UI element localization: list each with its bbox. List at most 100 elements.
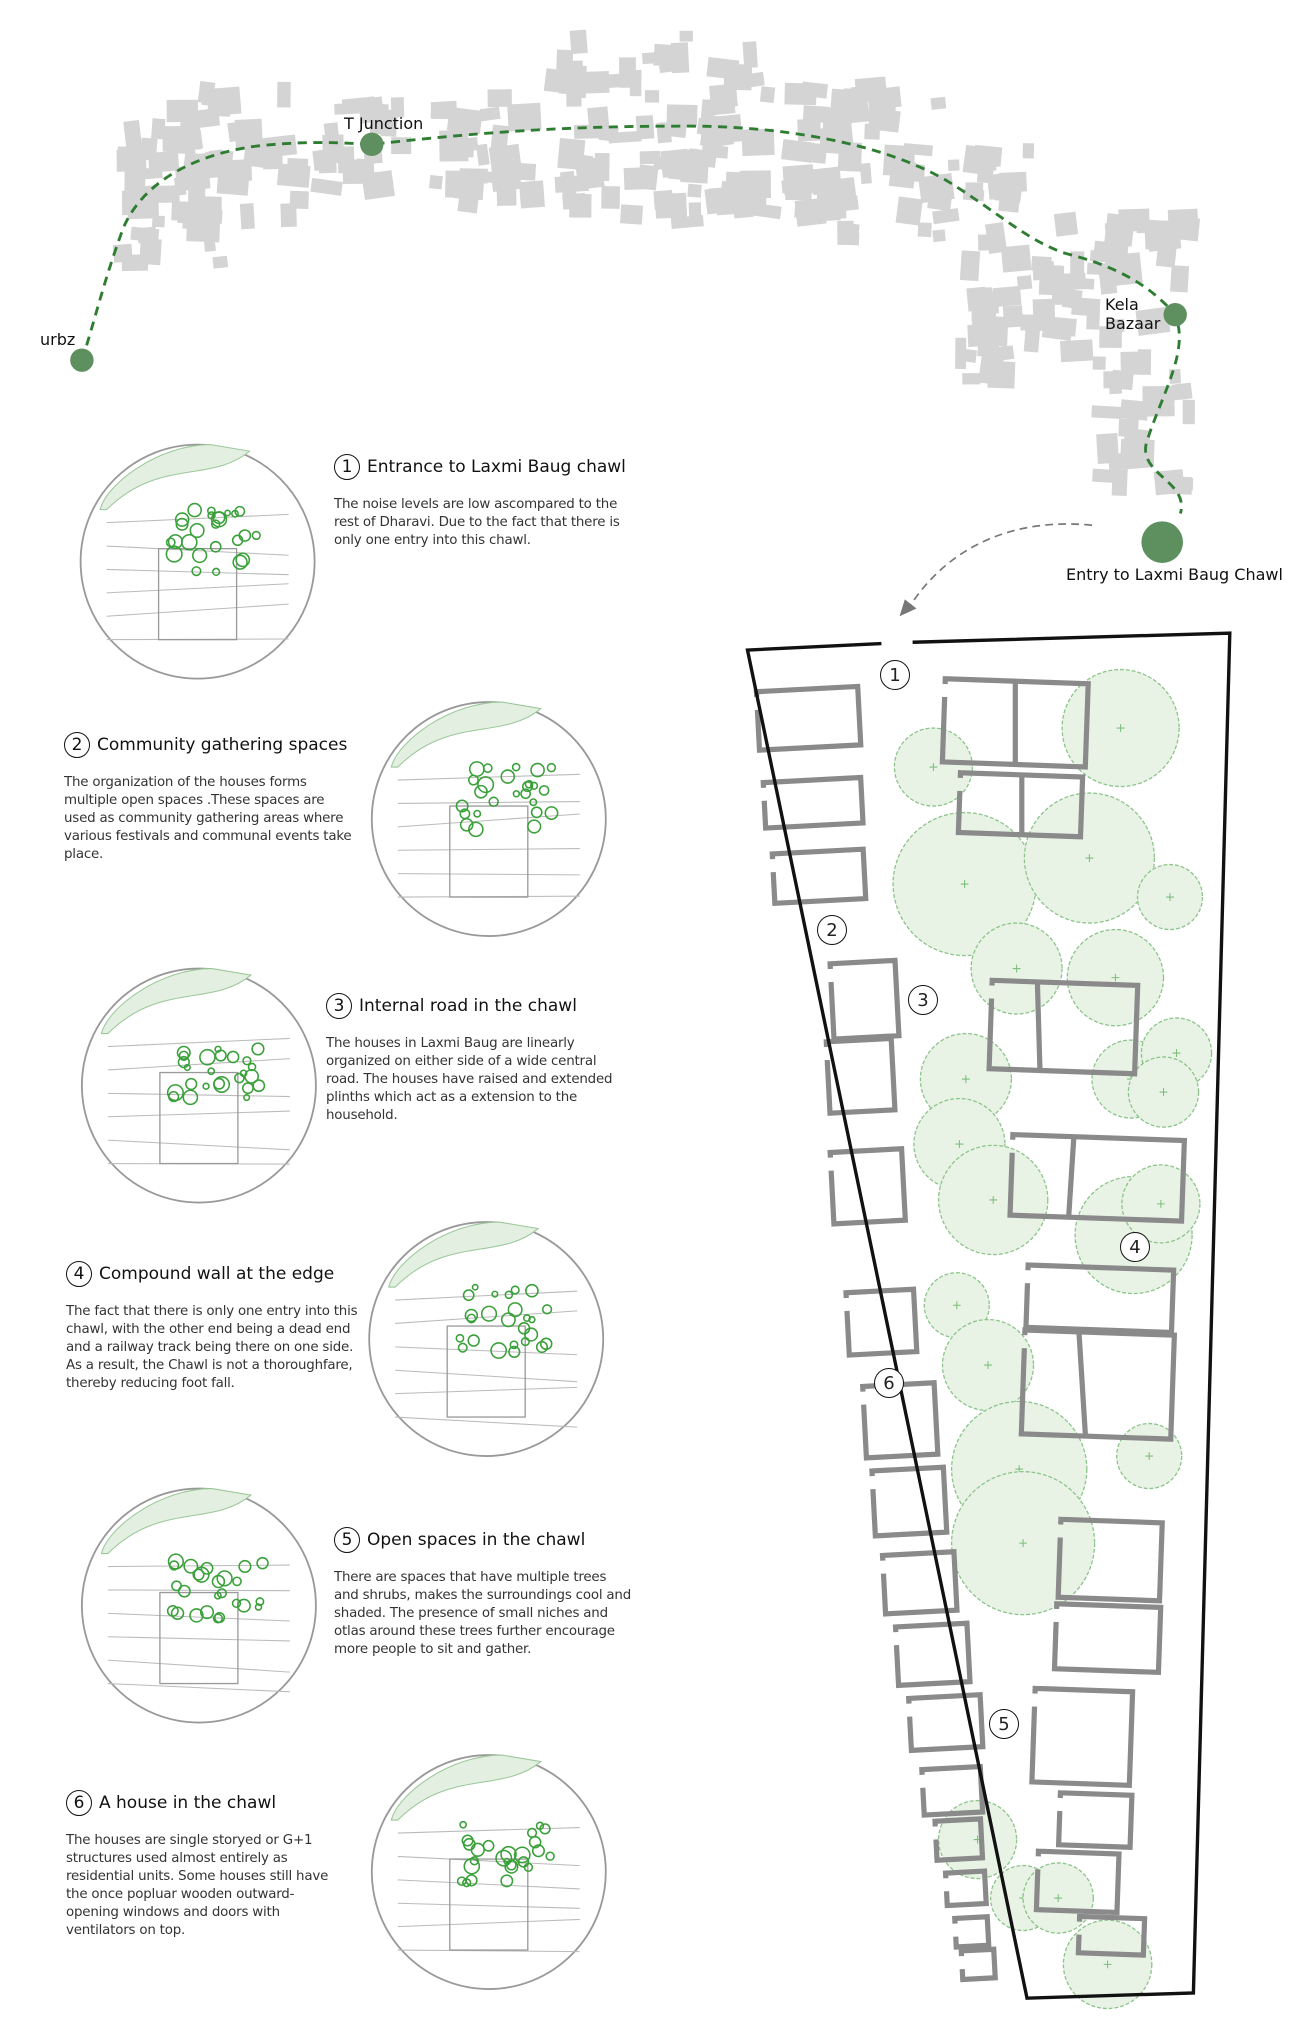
map-building [519, 180, 545, 209]
foliage-mark [207, 1067, 216, 1076]
plan-houses [753, 676, 1188, 1983]
vignette-text: The fact that there is only one entry in… [66, 1304, 358, 1391]
map-building [457, 195, 479, 214]
map-building [1104, 222, 1127, 240]
foliage-mark [251, 1042, 265, 1056]
foliage-mark [242, 1056, 252, 1066]
tree-center-mark [929, 763, 938, 771]
foliage-mark [482, 763, 493, 774]
foliage-mark [166, 1084, 184, 1102]
house-outline [760, 774, 866, 831]
sketch-structure [449, 805, 529, 898]
map-building [1176, 216, 1201, 242]
foliage-mark [183, 1063, 191, 1072]
tree-center-mark [989, 1196, 998, 1204]
foliage-mark [507, 1302, 523, 1318]
foliage-mark [199, 1605, 215, 1620]
map-building [1022, 143, 1035, 159]
map-building [655, 192, 688, 219]
house-outline [932, 1816, 986, 1863]
label-bazaar: Bazaar [1105, 314, 1161, 333]
foliage-mark [251, 530, 261, 541]
map-building [479, 106, 501, 122]
plan-marker-4: 4 [1120, 1232, 1150, 1262]
house-outline [1023, 1262, 1177, 1336]
plan-marker-2: 2 [817, 915, 847, 945]
sketch-line [107, 1564, 290, 1568]
foliage-mark [176, 1045, 191, 1060]
foliage-mark [241, 1082, 254, 1095]
map-building [967, 324, 984, 347]
map-building [730, 71, 765, 90]
map-building [701, 141, 716, 162]
map-building [127, 198, 159, 220]
map-building [147, 150, 180, 173]
foliage-mark [480, 1305, 498, 1322]
foliage-mark [165, 545, 183, 563]
map-building [1038, 264, 1063, 296]
house-outline [986, 977, 1141, 1077]
sketch-line [397, 873, 580, 876]
foliage-mark [509, 1340, 519, 1350]
foliage-mark [524, 779, 534, 789]
sketch-structure [159, 1071, 239, 1165]
foliage-mark [508, 1345, 521, 1359]
foliage-mark [216, 1588, 228, 1599]
map-building [1135, 306, 1171, 336]
node-kela-bazaar [1163, 302, 1187, 327]
foliage-mark [243, 1093, 251, 1102]
map-building [1091, 405, 1122, 420]
foliage-mark [213, 1077, 226, 1090]
map-building [608, 130, 642, 144]
map-building [1053, 211, 1079, 237]
map-building [962, 373, 981, 385]
map-building [708, 114, 743, 145]
foliage-mark [202, 1082, 210, 1090]
map-building [188, 179, 206, 198]
map-building [903, 143, 933, 157]
map-building [1170, 265, 1190, 293]
foliage-mark [541, 1304, 553, 1315]
map-building [679, 30, 693, 42]
vignette-frame [368, 1221, 605, 1457]
map-building [666, 104, 698, 126]
foliage-mark [175, 517, 189, 531]
node-urbz [70, 348, 94, 372]
map-building [1041, 319, 1073, 341]
foliage-mark [226, 1050, 240, 1064]
foliage-mark [495, 1849, 513, 1867]
foliage-mark [214, 1045, 222, 1053]
foliage-mark [530, 806, 543, 819]
map-building [138, 167, 163, 180]
vignette-frame [370, 1754, 607, 1990]
tree-center-mark [962, 1075, 970, 1083]
map-building [859, 162, 872, 185]
sky-foliage [390, 701, 543, 768]
foliage-mark [512, 790, 521, 798]
map-building [619, 57, 637, 88]
map-building [569, 29, 588, 55]
map-building [507, 102, 542, 132]
sketch-line [106, 513, 289, 524]
tree-center-mark [1111, 973, 1120, 982]
label-entry: Entry to Laxmi Baug Chawl [1066, 565, 1283, 584]
map-building [1092, 468, 1115, 483]
map-building [223, 159, 253, 182]
foliage-mark [466, 1313, 477, 1324]
map-building [930, 96, 947, 110]
number-badge: 2 [64, 732, 90, 758]
foliage-mark [471, 1283, 479, 1291]
label-kela: Kela [1105, 295, 1139, 314]
sketch-line [107, 1683, 290, 1693]
plan-marker-6: 6 [874, 1368, 904, 1398]
map-building [962, 144, 997, 176]
foliage-mark [513, 1846, 531, 1864]
foliage-mark [523, 1862, 534, 1873]
plan-trees [892, 668, 1213, 2010]
foliage-mark [207, 506, 216, 516]
foliage-mark [530, 762, 545, 778]
map-building [139, 238, 162, 266]
map-building [703, 96, 736, 116]
